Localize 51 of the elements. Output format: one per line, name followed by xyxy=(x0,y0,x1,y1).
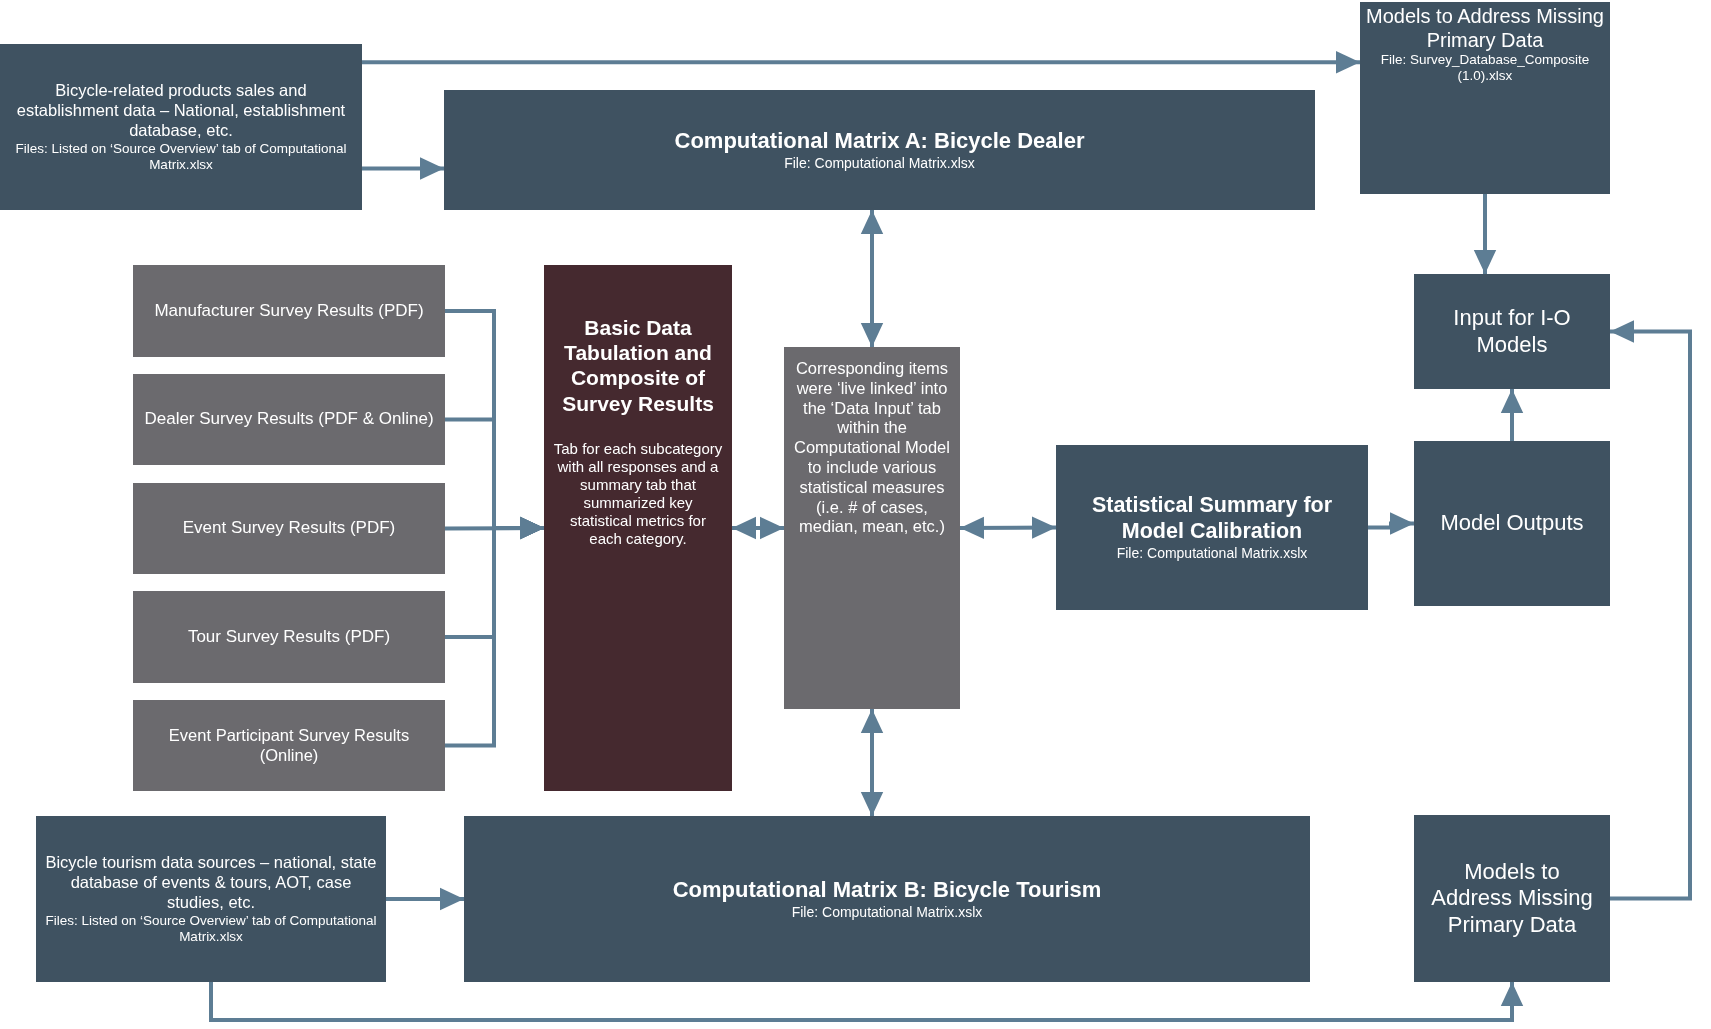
box-title: Computational Matrix B: Bicycle Tourism xyxy=(672,877,1102,904)
box-title: Bicycle-related products sales and establishment data – National, establishment database, etc. xyxy=(15,81,347,141)
process-box xyxy=(133,374,445,465)
box-title: Statistical Summary for Model Calibration xyxy=(1090,493,1334,545)
process-box xyxy=(1414,274,1610,389)
process-box xyxy=(464,816,1310,982)
arrow xyxy=(386,887,464,911)
process-box xyxy=(544,265,732,791)
box-title: Basic Data Tabulation and Composite of Survey Results xyxy=(561,315,715,416)
arrow xyxy=(860,210,884,347)
process-box xyxy=(1360,2,1610,194)
box-title: Corresponding items were ‘live linked’ into the ‘Data Input’ tab within the Computational Model to include various statistical measures (i.e. # of cases, median, mean, etc.) xyxy=(793,359,951,538)
box-note: Files: Listed on ‘Source Overview’ tab of Computational Matrix.xlsx xyxy=(44,912,378,945)
arrow xyxy=(1368,512,1414,535)
box-title: Dealer Survey Results (PDF & Online) xyxy=(144,409,434,430)
arrow xyxy=(362,157,444,180)
arrow xyxy=(1500,389,1524,441)
box-note: File: Computational Matrix.xslx xyxy=(1116,544,1308,562)
box-title: Computational Matrix A: Bicycle Dealer xyxy=(674,128,1085,155)
box-title: Manufacturer Survey Results (PDF) xyxy=(154,300,424,322)
box-title: Tour Survey Results (PDF) xyxy=(187,626,391,648)
box-title: Bicycle tourism data sources – national, state database of events & tours, AOT, case studies, etc. xyxy=(44,853,378,913)
process-box xyxy=(1056,445,1368,610)
arrow xyxy=(960,516,1056,540)
box-title: Models to Address Missing Primary Data xyxy=(1366,4,1604,52)
box-note: File: Computational Matrix.xlsx xyxy=(784,154,975,172)
arrow xyxy=(732,516,784,540)
arrow xyxy=(860,709,884,816)
process-box xyxy=(0,44,362,210)
box-title: Model Outputs xyxy=(1440,510,1584,537)
arrow xyxy=(1610,320,1692,901)
arrow xyxy=(209,982,1524,1022)
box-note: File: Survey_Database_Composite (1.0).xlsx xyxy=(1379,52,1591,85)
process-box xyxy=(1414,441,1610,606)
process-box xyxy=(133,591,445,683)
arrow xyxy=(1473,194,1497,274)
process-box xyxy=(444,90,1315,210)
process-box xyxy=(36,816,386,982)
box-note: Files: Listed on ‘Source Overview’ tab of Computational Matrix.xlsx xyxy=(14,140,348,173)
process-box xyxy=(784,347,960,709)
box-title: Event Survey Results (PDF) xyxy=(182,518,396,539)
process-box xyxy=(133,700,445,791)
box-title: Models to Address Missing Primary Data xyxy=(1430,858,1594,939)
process-box xyxy=(133,483,445,574)
box-note: File: Computational Matrix.xslx xyxy=(791,903,983,921)
box-title: Event Participant Survey Results (Online) xyxy=(167,725,411,766)
process-box xyxy=(1414,815,1610,982)
box-title: Input for I-O Models xyxy=(1452,305,1572,358)
box-note: Tab for each subcategory with all responses and a summary tab that summarized key statistical metrics for each category. xyxy=(552,439,724,548)
arrow xyxy=(362,51,1360,74)
process-box xyxy=(133,265,445,357)
